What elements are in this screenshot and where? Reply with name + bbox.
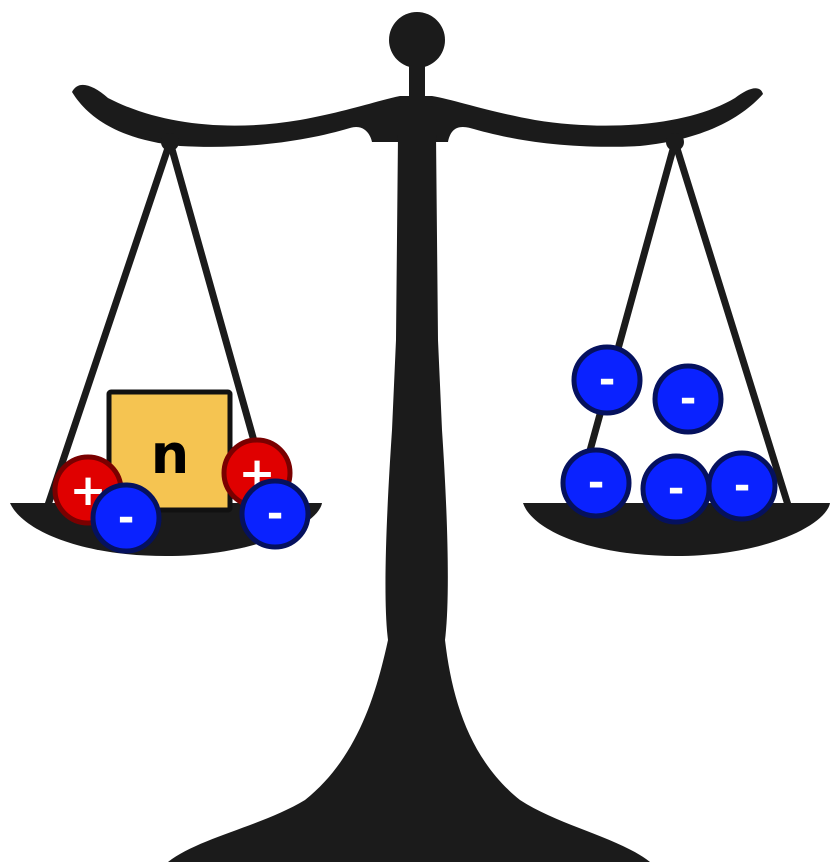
left-pan-hook [161, 133, 179, 151]
electron-sign: - [118, 495, 135, 541]
electron-sign: - [668, 466, 685, 512]
electron: - [709, 453, 775, 519]
neutron-symbol: n [151, 423, 189, 486]
scale-top-knob [389, 12, 445, 68]
electron: - [574, 347, 640, 413]
electron-sign: - [267, 491, 284, 537]
right-pan-string-outer [675, 142, 788, 505]
electron: - [643, 456, 709, 522]
electron-sign: - [734, 463, 751, 509]
electron: - [655, 366, 721, 432]
scale-top-neck [409, 62, 425, 97]
electron-sign: - [680, 376, 697, 422]
right-pan-hook [666, 133, 684, 151]
electron: - [563, 450, 629, 516]
electron-sign: - [599, 357, 616, 403]
electron-sign: - [588, 460, 605, 506]
electron: - [242, 481, 308, 547]
electron: - [93, 485, 159, 551]
